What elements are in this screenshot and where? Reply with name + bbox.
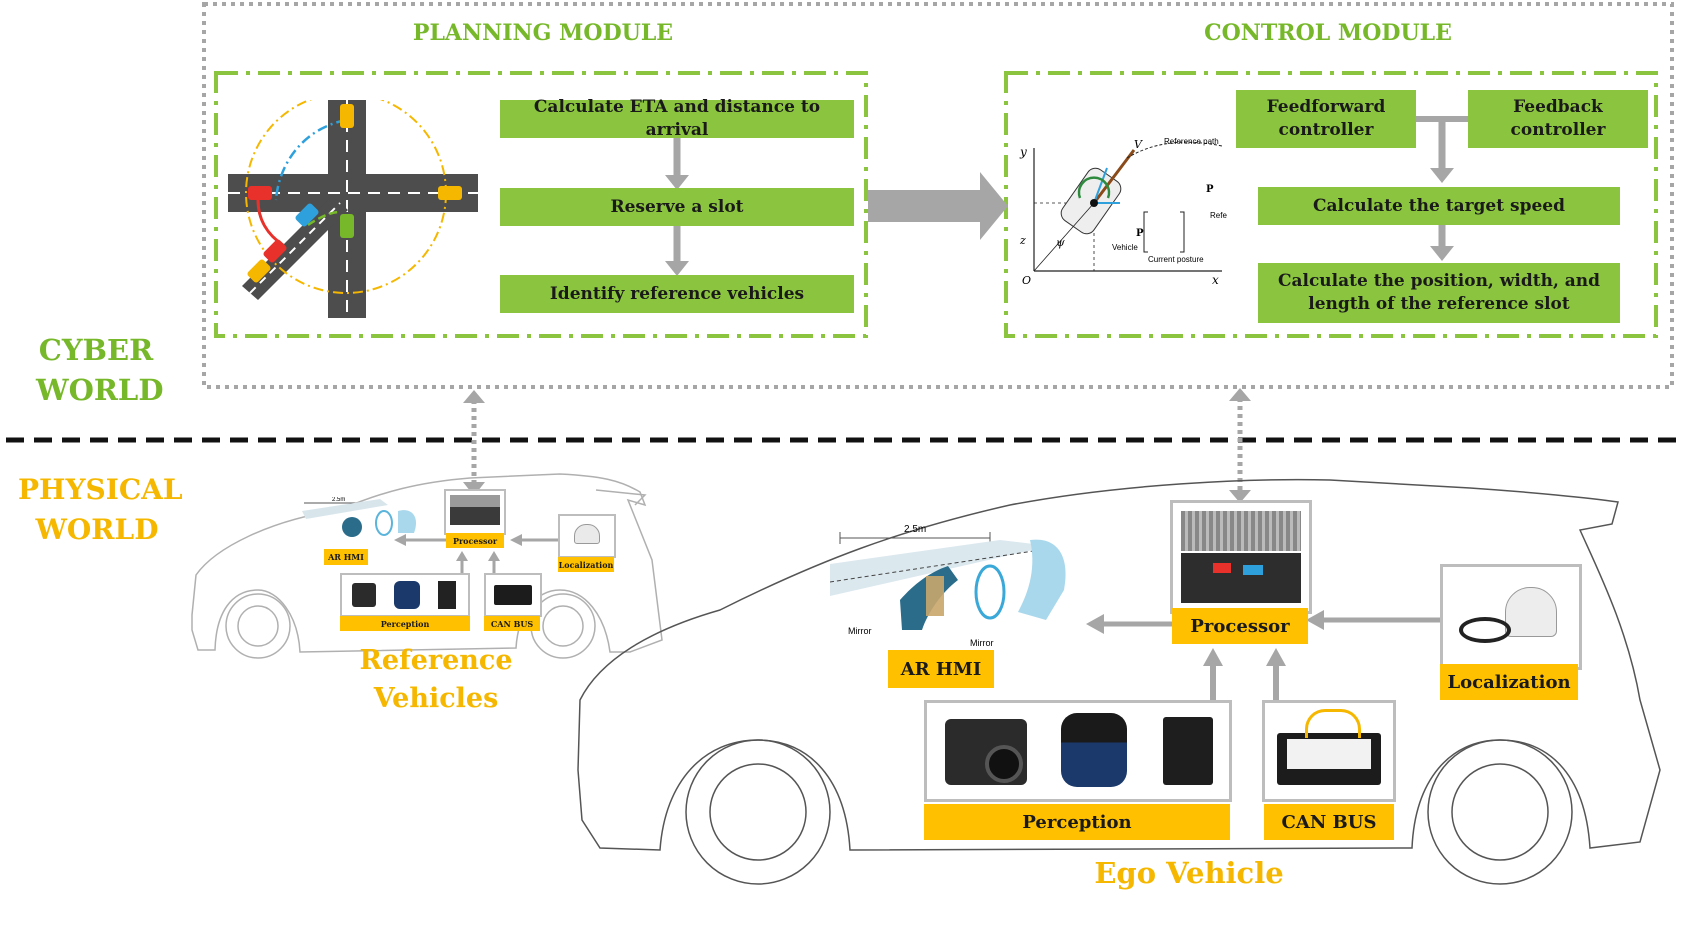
feedback-line1: Feedback — [1513, 97, 1603, 117]
ref-perception-image — [340, 573, 470, 617]
ego-processor: Processor — [1172, 608, 1308, 644]
pr-label: P — [1206, 184, 1214, 195]
vehicle-label: Vehicle — [1112, 243, 1138, 252]
vehicle-model-illustration: Reference path Vehicle Current posture y… — [1019, 137, 1227, 287]
slot-line2: length of the reference slot — [1308, 294, 1570, 314]
ref-can-bus: CAN BUS — [484, 616, 540, 631]
ref-ar-hmi-illustration: 2.5m — [302, 497, 417, 537]
ego-localization: Localization — [1440, 664, 1578, 700]
cyber-world-label: CYBER WORLD — [36, 330, 164, 410]
step-identify-reference: Identify reference vehicles — [500, 275, 854, 313]
reference-caption-line2: Vehicles — [373, 683, 499, 714]
feedback-controller: Feedback controller — [1468, 90, 1648, 148]
axis-y0-label: y — [1019, 145, 1027, 159]
physical-label-line1: PHYSICAL — [18, 473, 183, 506]
ego-ar-hmi: AR HMI — [888, 650, 994, 688]
planning-module-frame — [214, 71, 868, 338]
mirror-left-label: Mirror — [848, 626, 872, 636]
ref-processor: Processor — [446, 533, 504, 548]
velocity-label: V — [1134, 138, 1143, 151]
origin-label: O — [1022, 274, 1031, 287]
step-reference-slot: Calculate the position, width, and length… — [1258, 263, 1620, 323]
step-target-speed: Calculate the target speed — [1258, 187, 1620, 225]
ego-perception-image — [924, 700, 1232, 802]
pc-label: P — [1136, 228, 1144, 239]
physical-world-label: PHYSICAL WORLD — [18, 470, 183, 550]
ego-vehicle-caption: Ego Vehicle — [1094, 856, 1284, 890]
ego-vehicle-outline — [577, 478, 1661, 885]
ego-ar-hmi-illustration: 2.5m Mirror Mirror — [830, 524, 1066, 648]
feedforward-line1: Feedforward — [1266, 97, 1386, 117]
step-calculate-eta: Calculate ETA and distance to arrival — [500, 97, 854, 140]
cyber-world-frame — [202, 2, 1674, 389]
ego-localization-image — [1440, 564, 1582, 670]
ref-processor-image — [444, 489, 506, 535]
reference-path-label: Reference path — [1164, 137, 1219, 146]
intersection-illustration — [228, 100, 478, 318]
ref-perception: Perception — [340, 616, 470, 631]
ref-short-label: Refe — [1210, 211, 1227, 220]
ref-distance-label: 2.5m — [332, 497, 345, 503]
ref-ar-hmi: AR HMI — [324, 549, 368, 565]
feedforward-line2: controller — [1278, 120, 1374, 140]
cyber-label-line1: CYBER — [38, 333, 154, 367]
feedback-line2: controller — [1510, 120, 1606, 140]
mirror-right-label: Mirror — [970, 638, 994, 648]
axis-z0-label: z — [1019, 234, 1026, 247]
ego-processor-image — [1170, 500, 1312, 614]
step-reserve-slot: Reserve a slot — [500, 188, 854, 226]
feedforward-controller: Feedforward controller — [1236, 90, 1416, 148]
ref-localization-image — [558, 514, 616, 558]
ref-localization: Localization — [558, 557, 614, 572]
ego-can-bus: CAN BUS — [1264, 804, 1394, 840]
ego-can-bus-image — [1262, 700, 1396, 802]
reference-vehicles-caption: Reference Vehicles — [348, 642, 524, 718]
current-posture-label: Current posture — [1148, 255, 1204, 264]
psi-label: ψ — [1056, 236, 1065, 249]
slot-line1: Calculate the position, width, and — [1277, 271, 1601, 291]
control-module-title: CONTROL MODULE — [1204, 20, 1452, 46]
physical-label-line2: WORLD — [35, 513, 159, 546]
reference-caption-line1: Reference — [359, 645, 513, 676]
cyber-label-line2: WORLD — [36, 373, 164, 407]
ego-perception: Perception — [924, 804, 1230, 840]
arrow-planning-to-control — [868, 172, 1008, 240]
ego-distance-label: 2.5m — [904, 524, 926, 535]
planning-module-title: PLANNING MODULE — [412, 20, 674, 46]
axis-x0-label: x — [1212, 273, 1219, 287]
ref-can-bus-image — [484, 573, 542, 617]
